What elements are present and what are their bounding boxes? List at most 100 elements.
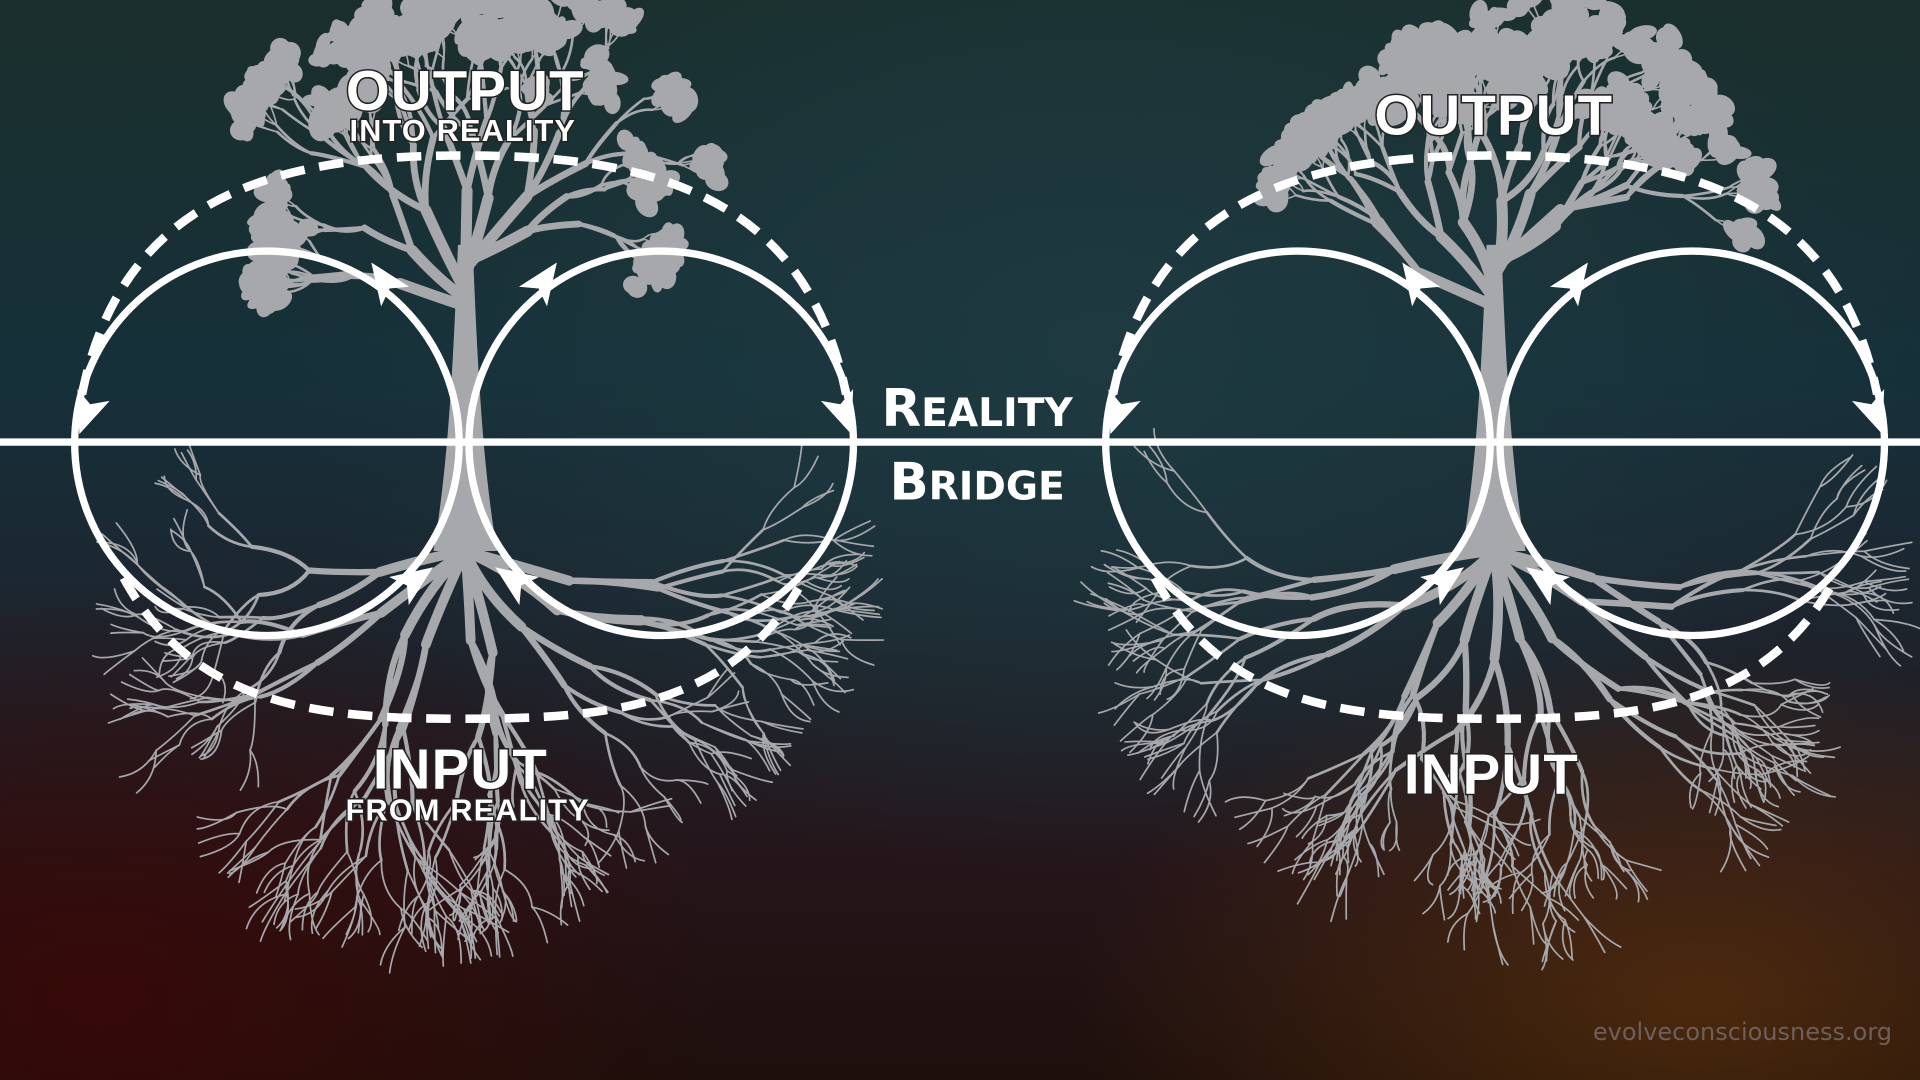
root [1738, 743, 1794, 755]
root [1352, 827, 1362, 863]
root [433, 908, 467, 939]
branch [525, 57, 542, 88]
root [562, 683, 623, 715]
root [1845, 465, 1878, 508]
root [191, 641, 226, 657]
root [1166, 668, 1186, 701]
right-tree [1073, 0, 1920, 971]
root [283, 864, 295, 903]
leaf [270, 59, 291, 79]
root [747, 740, 792, 748]
root [1361, 750, 1374, 803]
leaf [661, 222, 676, 247]
root [1215, 682, 1259, 734]
root [258, 660, 320, 699]
leaf [1641, 67, 1661, 91]
root [714, 704, 753, 737]
root [1735, 731, 1774, 757]
root [701, 636, 753, 666]
root [1390, 692, 1415, 754]
root [798, 607, 836, 621]
root [263, 864, 295, 894]
root [1714, 775, 1722, 816]
arrow-down-icon [77, 389, 110, 435]
root [1255, 652, 1330, 686]
root [1464, 821, 1473, 863]
root [297, 847, 322, 896]
root [1836, 464, 1863, 500]
root [458, 913, 472, 964]
branch [564, 187, 607, 199]
root [587, 803, 608, 829]
root [1733, 722, 1781, 729]
right-infinity-loop [1102, 151, 1889, 724]
root [1787, 688, 1829, 698]
root [1862, 591, 1895, 614]
root [644, 825, 657, 864]
branch [1598, 126, 1626, 148]
root [191, 641, 226, 659]
root [154, 605, 185, 614]
root [218, 615, 265, 620]
root [420, 905, 427, 953]
root [1361, 694, 1407, 756]
root [1593, 824, 1627, 862]
trunk [433, 244, 498, 552]
branch [311, 273, 355, 280]
root [1548, 872, 1558, 923]
root [109, 693, 149, 712]
root [249, 749, 260, 788]
root [1459, 849, 1466, 892]
root [1478, 862, 1492, 897]
root [1698, 728, 1714, 774]
leaf [1715, 139, 1741, 166]
root [1643, 654, 1705, 691]
branch [1353, 171, 1402, 194]
root [1794, 678, 1831, 686]
root [1564, 919, 1573, 961]
root [811, 576, 838, 612]
root [254, 808, 288, 848]
root [569, 881, 581, 922]
root [1111, 642, 1151, 653]
branch [1541, 102, 1556, 154]
root [1179, 710, 1219, 732]
root [169, 528, 192, 553]
root [1777, 741, 1820, 747]
root [184, 496, 210, 527]
root [1741, 577, 1801, 592]
root [314, 774, 341, 829]
root [1205, 656, 1247, 705]
root [1737, 743, 1751, 781]
root [1308, 566, 1398, 601]
root [452, 886, 464, 922]
root [220, 701, 256, 732]
root [1147, 443, 1168, 484]
root [1860, 555, 1907, 573]
root [285, 774, 341, 811]
root [95, 603, 140, 619]
branch [1498, 142, 1524, 205]
root [1809, 514, 1855, 540]
branch [1681, 186, 1730, 198]
leaf [1742, 162, 1762, 190]
root [583, 836, 612, 857]
root [137, 616, 188, 633]
root [261, 884, 287, 923]
root [518, 623, 568, 689]
leaf [256, 60, 276, 82]
root [494, 916, 499, 956]
branch [1498, 148, 1548, 205]
branch [276, 130, 313, 155]
root [331, 855, 367, 893]
root [1817, 571, 1870, 590]
root [1773, 737, 1812, 743]
arrow-up-right-icon [389, 567, 434, 606]
branch [576, 221, 617, 238]
root [567, 868, 573, 908]
root [427, 800, 458, 853]
root [1741, 689, 1789, 698]
arrow-up-left-icon [495, 567, 540, 606]
branch [1556, 65, 1564, 130]
root [216, 690, 246, 728]
